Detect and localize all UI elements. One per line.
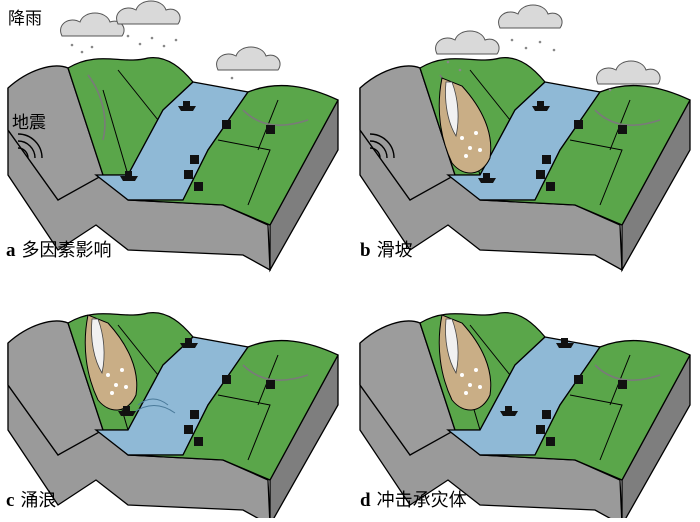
panel-title: 冲击承灾体 bbox=[376, 490, 467, 511]
panel-title: 涌浪 bbox=[20, 490, 57, 511]
panel-title: 多因素影响 bbox=[21, 240, 112, 261]
panel-b-clouds bbox=[435, 4, 661, 92]
panel-letter: d bbox=[360, 490, 371, 511]
panel-c-diagram bbox=[7, 311, 339, 522]
panel-letter: c bbox=[6, 490, 15, 511]
cloud-icon bbox=[435, 30, 500, 55]
rain-label: 降雨 bbox=[8, 9, 42, 29]
seismic-wave-icon bbox=[17, 133, 43, 159]
cloud-icon bbox=[216, 46, 281, 71]
seismic-wave-icon bbox=[369, 133, 395, 159]
panel-title: 滑坡 bbox=[376, 240, 413, 261]
earthquake-label: 地震 bbox=[12, 113, 46, 133]
wave-icon bbox=[132, 398, 176, 414]
cloud-icon bbox=[60, 12, 125, 37]
cloud-icon bbox=[596, 60, 661, 85]
cloud-icon bbox=[116, 0, 181, 25]
panel-a-clouds bbox=[60, 0, 281, 80]
rain-drops-icon bbox=[70, 34, 234, 80]
panel-letter: b bbox=[360, 240, 371, 261]
rain-drops-icon bbox=[446, 38, 612, 92]
cloud-icon bbox=[498, 4, 563, 29]
panel-letter: a bbox=[6, 240, 16, 261]
